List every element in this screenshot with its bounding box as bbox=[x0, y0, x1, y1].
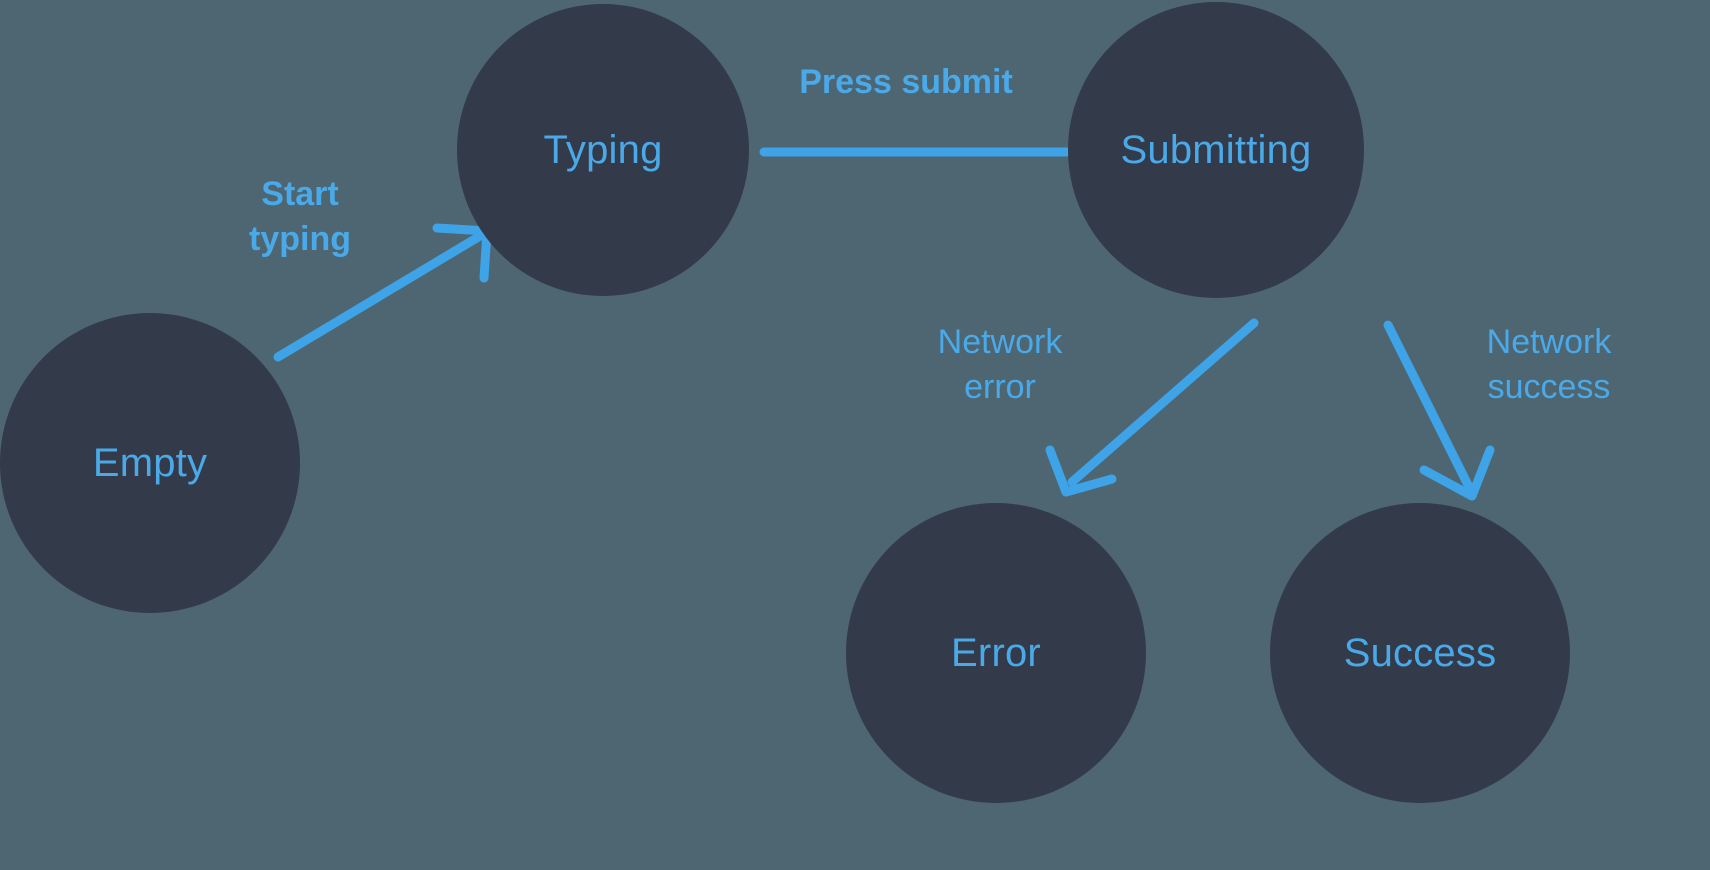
state-label-success: Success bbox=[1343, 631, 1497, 675]
state-label-typing: Typing bbox=[543, 128, 663, 172]
state-node-submitting[interactable]: Submitting bbox=[1068, 2, 1364, 298]
edge-label-network-success: Network success bbox=[1486, 323, 1612, 406]
edge-label-network-error: Network error bbox=[937, 323, 1063, 406]
state-label-empty: Empty bbox=[92, 441, 208, 485]
state-node-error[interactable]: Error bbox=[846, 503, 1146, 803]
edge-label-press-submit: Press submit bbox=[799, 63, 1013, 101]
state-node-success[interactable]: Success bbox=[1270, 503, 1570, 803]
edge-label-start-typing: Start typing bbox=[249, 175, 351, 258]
state-label-error: Error bbox=[951, 631, 1041, 675]
state-label-submitting: Submitting bbox=[1120, 128, 1312, 172]
state-node-typing[interactable]: Typing bbox=[457, 4, 749, 296]
state-node-empty[interactable]: Empty bbox=[0, 313, 300, 613]
